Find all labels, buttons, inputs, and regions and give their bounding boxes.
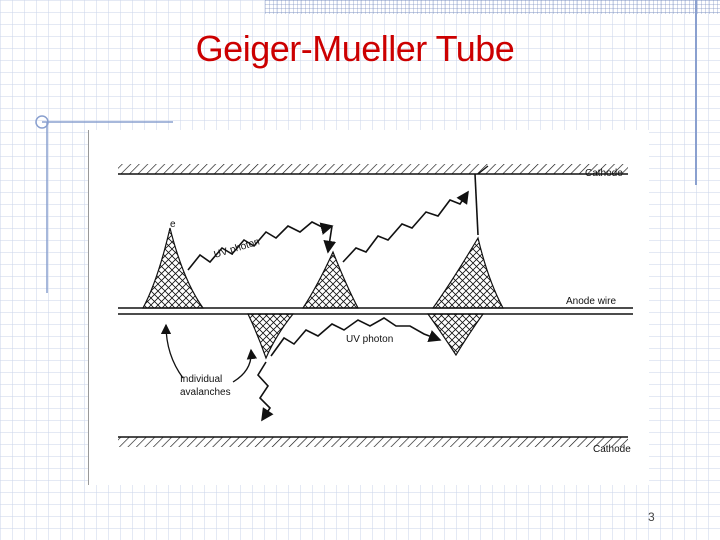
photon-return-1 bbox=[323, 225, 337, 254]
photon-arc bbox=[477, 165, 489, 175]
corner-decoration bbox=[35, 115, 173, 293]
uv-photon-label-2: UV photon bbox=[346, 334, 393, 345]
cathode-bottom-label: Cathode bbox=[593, 444, 631, 455]
avalanche-2 bbox=[301, 250, 359, 309]
uv-photon-path-1 bbox=[187, 221, 334, 271]
photon-to-avalanche-3 bbox=[474, 173, 479, 236]
gm-tube-diagram: Cathode Anode wire Cathode e UV photon U… bbox=[118, 164, 633, 455]
cathode-bottom bbox=[118, 436, 628, 447]
cathode-top bbox=[118, 164, 628, 175]
uv-photon-path-3 bbox=[342, 190, 469, 263]
anode-wire bbox=[118, 307, 633, 315]
avalanches-label-2: avalanches bbox=[180, 387, 231, 398]
anode-label: Anode wire bbox=[566, 296, 616, 307]
uv-photon-path-2 bbox=[270, 317, 442, 357]
slide-number: 3 bbox=[648, 510, 655, 524]
avalanches-label-1: Individual bbox=[180, 374, 222, 385]
electron-label: e bbox=[170, 219, 176, 230]
avalanche-5 bbox=[426, 313, 485, 357]
cathode-top-label: Cathode bbox=[585, 168, 623, 179]
avalanche-3 bbox=[431, 236, 505, 309]
photon-to-bottom bbox=[257, 361, 274, 422]
header-pattern bbox=[265, 0, 720, 14]
slide-title: Geiger-Mueller Tube bbox=[195, 28, 515, 69]
avalanche-1 bbox=[141, 227, 205, 309]
avalanches-pointer-2 bbox=[232, 348, 258, 383]
avalanches-pointer-1 bbox=[160, 323, 184, 379]
decorative-rule bbox=[695, 0, 697, 185]
avalanche-4 bbox=[247, 313, 295, 360]
uv-photon-label-1: UV photon bbox=[213, 237, 261, 261]
